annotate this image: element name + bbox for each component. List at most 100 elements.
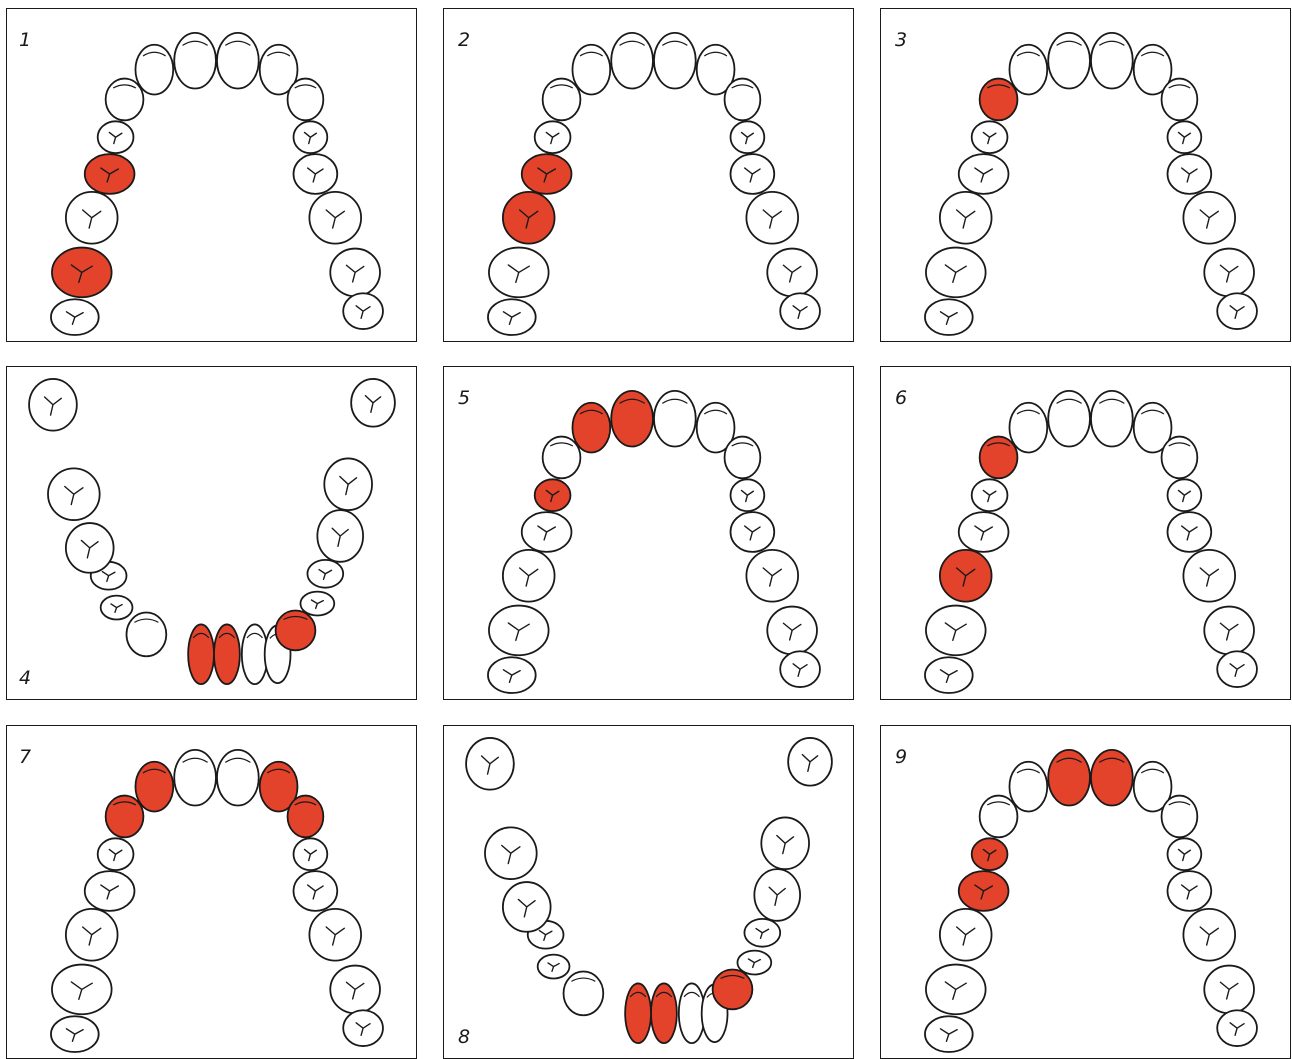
panel-label: 3 xyxy=(895,31,907,50)
panel-label: 9 xyxy=(895,748,907,767)
panel-4: 4 xyxy=(6,366,417,700)
tooth-R5 xyxy=(503,192,555,244)
tooth-R4 xyxy=(744,919,780,947)
tooth-R2 xyxy=(106,79,144,121)
tooth-R5 xyxy=(66,192,118,244)
tooth-R5 xyxy=(317,510,363,562)
tooth-R6 xyxy=(926,248,986,298)
tooth-L5 xyxy=(1183,550,1235,602)
tooth-R3 xyxy=(535,479,571,511)
tooth-R6 xyxy=(324,458,372,510)
tooth-L5 xyxy=(746,192,798,244)
tooth-R2 xyxy=(543,437,581,479)
tooth-R3 xyxy=(972,838,1008,870)
tooth-L5 xyxy=(309,909,361,961)
panel-7: 7 xyxy=(6,725,417,1059)
tooth-L6 xyxy=(1204,607,1254,655)
panel-6: 6 xyxy=(880,366,1291,700)
tooth-L5 xyxy=(309,192,361,244)
tooth-R5 xyxy=(66,909,118,961)
tooth-L4 xyxy=(294,154,338,194)
tooth-R2 xyxy=(543,79,581,121)
tooth-R1 xyxy=(572,45,610,95)
tooth-arch-diagram xyxy=(7,9,416,341)
tooth-R3 xyxy=(535,121,571,153)
tooth-R2 xyxy=(980,79,1018,121)
tooth-R6 xyxy=(926,606,986,656)
tooth-L4 xyxy=(1168,871,1212,911)
tooth-R7 xyxy=(925,299,973,335)
tooth-R6 xyxy=(489,248,549,298)
tooth-R2 xyxy=(980,437,1018,479)
tooth-L4 xyxy=(294,871,338,911)
tooth-R0 xyxy=(1048,391,1090,447)
tooth-L6 xyxy=(1204,249,1254,297)
tooth-L2 xyxy=(288,796,324,838)
tooth-L5 xyxy=(1183,192,1235,244)
tooth-R3 xyxy=(300,592,334,616)
tooth-L4 xyxy=(1168,512,1212,552)
tooth-L2 xyxy=(725,437,761,479)
tooth-L2 xyxy=(127,613,167,657)
tooth-L2 xyxy=(1162,796,1198,838)
tooth-R6 xyxy=(926,965,986,1015)
tooth-L3 xyxy=(1168,121,1202,153)
tooth-arch-diagram xyxy=(444,726,853,1058)
tooth-L7 xyxy=(780,651,820,687)
tooth-R1 xyxy=(1009,762,1047,812)
tooth-R6 xyxy=(52,965,112,1015)
tooth-L5 xyxy=(746,550,798,602)
tooth-L3 xyxy=(1168,838,1202,870)
panel-label: 4 xyxy=(19,669,31,688)
tooth-R2 xyxy=(713,970,753,1010)
tooth-R0 xyxy=(174,750,216,806)
tooth-L4 xyxy=(1168,154,1212,194)
tooth-L5 xyxy=(66,523,114,573)
panel-label: 8 xyxy=(458,1028,470,1047)
tooth-R0 xyxy=(611,33,653,89)
tooth-arch-diagram xyxy=(881,367,1290,699)
tooth-R4 xyxy=(959,871,1009,911)
panel-label: 5 xyxy=(458,389,470,408)
tooth-R4 xyxy=(522,512,572,552)
tooth-L0 xyxy=(214,624,240,684)
tooth-R2 xyxy=(276,611,316,651)
tooth-R7 xyxy=(488,299,536,335)
panel-2: 2 xyxy=(443,8,854,342)
tooth-R1 xyxy=(572,403,610,453)
tooth-arch-diagram xyxy=(444,9,853,341)
tooth-L0 xyxy=(1091,33,1133,89)
panel-label: 7 xyxy=(19,748,31,767)
tooth-L6 xyxy=(1204,966,1254,1014)
tooth-L0 xyxy=(217,750,259,806)
tooth-L2 xyxy=(288,79,324,121)
tooth-L3 xyxy=(294,121,328,153)
panel-9: 9 xyxy=(880,725,1291,1059)
tooth-R5 xyxy=(940,909,992,961)
tooth-L3 xyxy=(294,838,328,870)
tooth-R6 xyxy=(52,248,112,298)
tooth-L2 xyxy=(725,79,761,121)
tooth-R2 xyxy=(980,796,1018,838)
tooth-R1 xyxy=(1009,45,1047,95)
tooth-R5 xyxy=(940,550,992,602)
tooth-L3 xyxy=(731,121,765,153)
tooth-R1 xyxy=(135,762,173,812)
tooth-R1 xyxy=(1009,403,1047,453)
panel-1: 1 xyxy=(6,8,417,342)
panel-8: 8 xyxy=(443,725,854,1059)
tooth-R7 xyxy=(488,657,536,693)
tooth-R4 xyxy=(959,512,1009,552)
tooth-L0 xyxy=(654,33,696,89)
panel-label: 1 xyxy=(19,31,31,50)
tooth-L0 xyxy=(217,33,259,89)
tooth-L5 xyxy=(503,882,551,932)
tooth-L7 xyxy=(343,1010,383,1046)
tooth-L0 xyxy=(654,391,696,447)
tooth-R4 xyxy=(522,154,572,194)
tooth-R4 xyxy=(85,154,135,194)
tooth-R7 xyxy=(925,657,973,693)
tooth-L2 xyxy=(1162,79,1198,121)
panel-label: 6 xyxy=(895,389,907,408)
tooth-arch-diagram xyxy=(444,367,853,699)
